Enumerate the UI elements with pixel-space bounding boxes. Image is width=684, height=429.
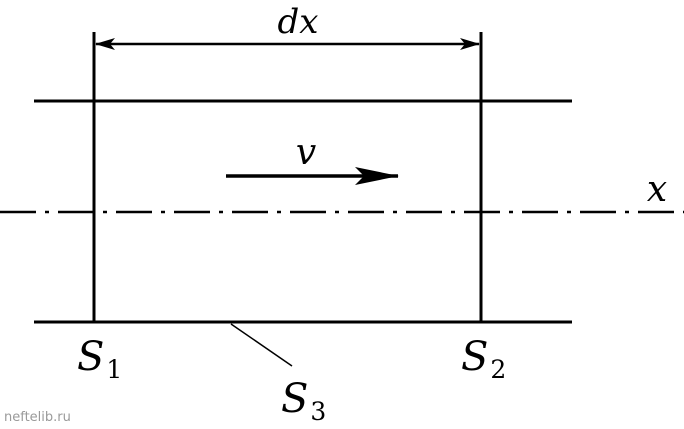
section-s3-label: S3 [281, 376, 326, 426]
dx-label: dx [278, 2, 319, 42]
velocity-label: v [296, 132, 316, 173]
section-s2-label: S2 [461, 334, 506, 384]
axis-x-label: x [647, 169, 667, 210]
watermark-text: neftelib.ru [4, 410, 71, 425]
section-s1-label: S1 [77, 334, 122, 384]
section-s3-leader-line [230, 323, 293, 367]
